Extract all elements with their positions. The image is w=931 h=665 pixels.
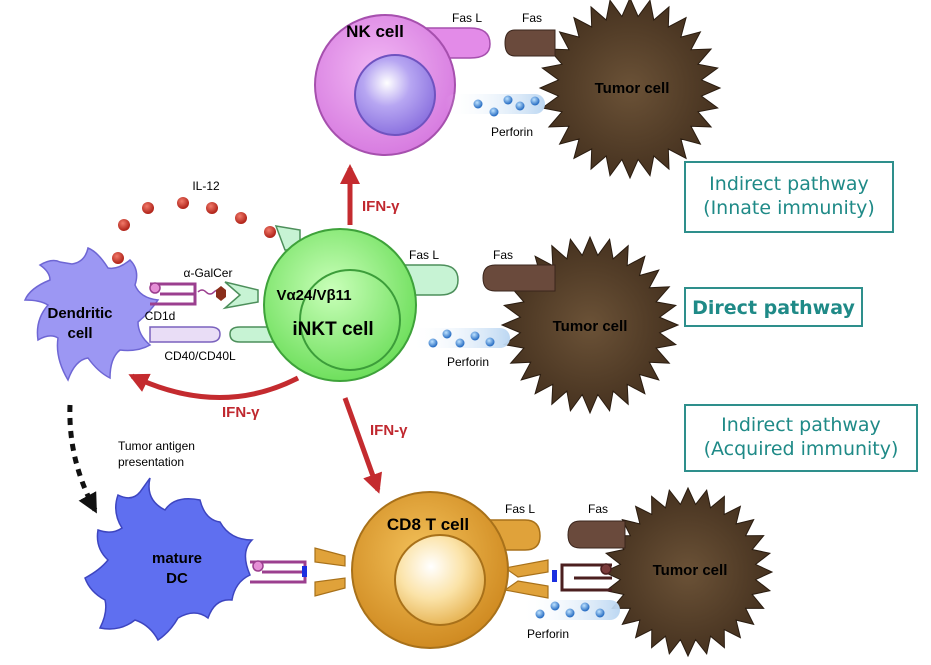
antigen-arrow [67, 404, 98, 514]
tcr-cd8 [314, 547, 346, 597]
galcer-head [216, 286, 226, 301]
tumor-cell-bottom-label: Tumor cell [653, 562, 728, 579]
galcer-label: α-GalCer [184, 266, 233, 280]
ifn-arrow-left [128, 373, 300, 400]
cd40-molecule [149, 326, 221, 343]
antigen-label-2: presentation [118, 455, 184, 469]
fas-receptor-bottom [567, 520, 626, 549]
mature-dc: mature DC [84, 477, 254, 642]
fas-label-middle: Fas [493, 248, 513, 262]
tumor-cell-top: Tumor cell [538, 0, 722, 180]
fas-label-bottom: Fas [588, 502, 608, 516]
dendritic-cell: Dendritic cell [23, 246, 160, 382]
ifn-label-down: IFN-γ [370, 422, 408, 439]
cd1d-molecule [150, 282, 197, 306]
mhc-head [252, 560, 264, 572]
cd40-label: CD40/CD40L [164, 349, 236, 363]
cd8-nucleus [394, 534, 486, 626]
tumor-cell-middle-label: Tumor cell [553, 318, 628, 335]
cd1d-head [149, 282, 161, 294]
tumor-cell-middle: Tumor cell [500, 235, 680, 415]
cd8-tcr-receptor [503, 559, 549, 599]
cd8-cell-label: CD8 T cell [387, 515, 469, 534]
innate-line1: Indirect pathway [709, 173, 869, 195]
perforin-label-top: Perforin [491, 125, 533, 139]
mature-dc-label: mature [152, 550, 202, 567]
direct-label: Direct pathway [692, 297, 855, 319]
fasl-label-middle: Fas L [409, 248, 439, 262]
innate-line2: (Innate immunity) [703, 196, 875, 219]
nk-cell-label: NK cell [346, 22, 404, 41]
acquired-line1: Indirect pathway [721, 414, 881, 436]
il12-dots [112, 197, 276, 264]
fasl-label-top: Fas L [452, 11, 482, 25]
indirect-acquired-box: Indirect pathway (Acquired immunity) [684, 404, 918, 472]
direct-pathway-box: Direct pathway [684, 287, 863, 327]
tumor-mhc [560, 563, 612, 592]
perforin-label-bottom: Perforin [527, 627, 569, 641]
mature-dc-label-2: DC [166, 570, 188, 587]
il12-label: IL-12 [192, 179, 220, 193]
inkt-cell-label: iNKT cell [292, 319, 373, 340]
fas-label-top: Fas [522, 11, 542, 25]
receptor-label: Vα24/Vβ11 [276, 287, 351, 304]
indirect-innate-box: Indirect pathway (Innate immunity) [684, 161, 894, 233]
antigen-label: Tumor antigen [118, 439, 195, 453]
nk-nucleus [354, 54, 436, 136]
ifn-label-left: IFN-γ [222, 404, 260, 421]
perforin-stream-middle [410, 328, 510, 348]
inkt-cell: Vα24/Vβ11 iNKT cell [222, 225, 459, 382]
tcr-receptor [222, 281, 259, 310]
fas-receptor-top [504, 29, 556, 57]
tumor-cell-top-label: Tumor cell [595, 80, 670, 97]
nk-cell: NK cell [314, 14, 491, 156]
perforin-stream-bottom [520, 600, 620, 620]
dendritic-cell-label: Dendritic [47, 305, 112, 322]
fas-receptor-middle [482, 264, 556, 292]
antigen-peptide [302, 566, 307, 577]
fasl-label-bottom: Fas L [505, 502, 535, 516]
tumor-mhc-head [600, 563, 612, 575]
acquired-line2: (Acquired immunity) [703, 437, 899, 460]
cd1d-label: CD1d [145, 309, 176, 323]
tumor-antigen [552, 570, 557, 582]
ifn-label-up: IFN-γ [362, 198, 400, 215]
ifn-arrow-down [342, 397, 383, 494]
cd8-t-cell: CD8 T cell [351, 491, 549, 649]
inkt-nucleus [299, 269, 401, 371]
perforin-stream-top [445, 94, 545, 117]
dendritic-cell-label-2: cell [67, 325, 92, 342]
tumor-cell-bottom: Tumor cell [602, 486, 774, 658]
perforin-label-middle: Perforin [447, 355, 489, 369]
